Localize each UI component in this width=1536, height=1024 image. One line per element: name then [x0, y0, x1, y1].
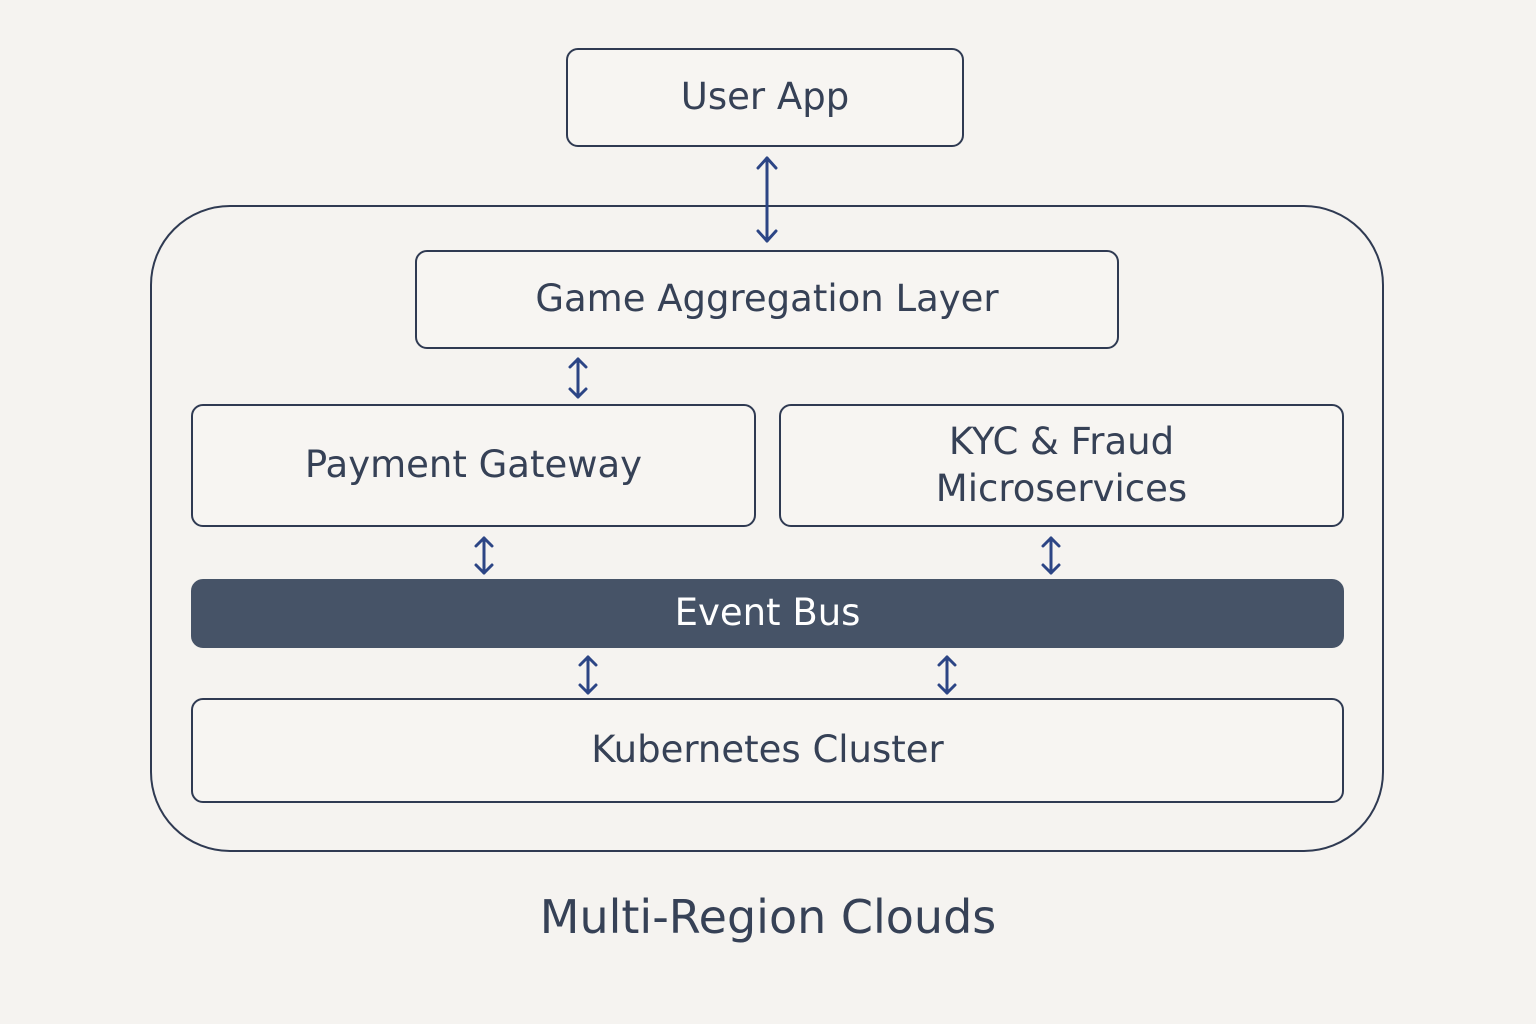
kyc-fraud-label-line1: KYC & Fraud	[948, 420, 1175, 464]
payment-gateway-label: Payment Gateway	[304, 443, 643, 487]
user-app-node: User App	[566, 48, 964, 147]
event-bus-label: Event Bus	[674, 591, 861, 635]
kyc-fraud-microservices-node: KYC & Fraud Microservices	[779, 404, 1344, 527]
event-bus-node: Event Bus	[191, 579, 1344, 648]
kubernetes-cluster-label: Kubernetes Cluster	[591, 728, 944, 772]
kubernetes-cluster-node: Kubernetes Cluster	[191, 698, 1344, 803]
game-aggregation-layer-node: Game Aggregation Layer	[415, 250, 1119, 349]
user-app-label: User App	[680, 75, 850, 119]
game-aggregation-layer-label: Game Aggregation Layer	[535, 277, 999, 321]
kyc-fraud-label-line2: Microservices	[935, 466, 1188, 510]
payment-gateway-node: Payment Gateway	[191, 404, 756, 527]
multi-region-clouds-label: Multi-Region Clouds	[539, 890, 997, 944]
